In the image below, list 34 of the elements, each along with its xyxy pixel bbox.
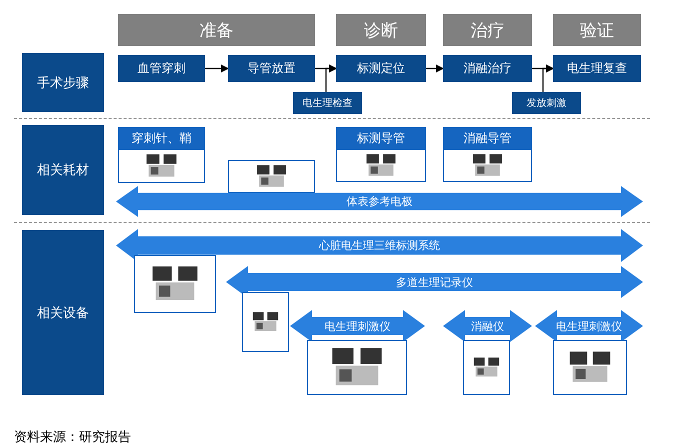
- double-arrow-band: 电生理刺激仪: [535, 310, 643, 342]
- double-arrow-band: 电生理刺激仪: [290, 310, 425, 342]
- device-picture: [242, 292, 289, 352]
- double-arrow-band: 多道生理记录仪: [226, 266, 643, 298]
- double-arrow-band: 体表参考电极: [116, 186, 643, 217]
- arrow: [325, 64, 337, 92]
- double-arrow-band: 消融仪: [443, 310, 532, 342]
- row-header: 手术步骤: [22, 53, 104, 112]
- device-picture: [553, 340, 627, 395]
- step-box: 电生理复查: [553, 55, 641, 82]
- device-picture: [463, 340, 510, 395]
- step-box: 标测定位: [336, 55, 426, 82]
- device-picture: [307, 340, 407, 395]
- arrow: [426, 64, 444, 72]
- source-note: 资料来源：研究报告: [14, 429, 131, 446]
- phase-header: 准备: [118, 14, 315, 46]
- double-arrow-band: 心脏电生理三维标测系统: [116, 229, 643, 262]
- input-box: 电生理检查: [293, 92, 362, 114]
- phase-header: 诊断: [336, 14, 426, 46]
- step-box: 消融治疗: [443, 55, 532, 82]
- device-picture: [228, 160, 315, 193]
- row-header: 相关设备: [22, 230, 104, 395]
- card-heading: 标测导管: [336, 127, 426, 149]
- arrow: [542, 64, 554, 92]
- card-heading: 消融导管: [443, 127, 532, 149]
- step-box: 血管穿刺: [118, 55, 205, 82]
- phase-header: 验证: [553, 14, 641, 46]
- row-header: 相关耗材: [22, 125, 104, 215]
- phase-header: 治疗: [443, 14, 532, 46]
- card-heading: 穿刺针、鞘: [118, 127, 205, 149]
- device-picture: [134, 255, 216, 313]
- arrow: [205, 64, 229, 72]
- input-box: 发放刺激: [512, 92, 581, 114]
- step-box: 导管放置: [228, 55, 315, 82]
